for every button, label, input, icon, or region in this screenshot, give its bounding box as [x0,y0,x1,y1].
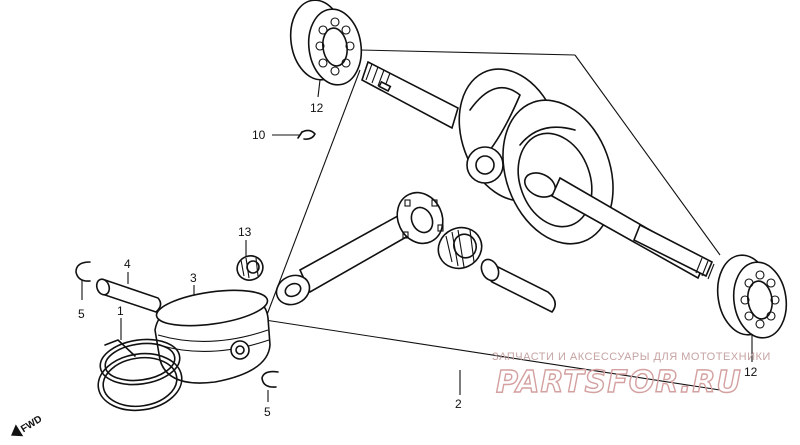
piston [154,289,271,384]
circlip-right [261,370,279,388]
ball-bearing-top [289,0,363,86]
callout-1: 1 [117,304,124,318]
watermark-text: ЗАПЧАСТИ И АКСЕССУАРЫ ДЛЯ МОТОТЕХНИКИ [492,351,771,363]
crankshaft [361,60,715,280]
cotter-pin [297,129,316,140]
circlip-left [75,261,91,282]
callout-5-left: 5 [78,307,85,321]
forward-direction-indicator: FWD [11,414,44,437]
watermark-logo: PARTSFOR.RU [496,365,742,400]
callout-13: 13 [238,225,252,239]
watermark: ЗАПЧАСТИ И АКСЕССУАРЫ ДЛЯ МОТОТЕХНИКИ PA… [492,351,771,401]
arrow-left-icon [11,424,24,437]
needle-bearing-large [437,226,483,270]
callout-5-right: 5 [264,405,271,419]
connecting-rod [275,191,444,306]
piston-rings [97,338,183,412]
callout-labels: 12 10 13 4 3 5 1 5 2 12 [78,101,758,419]
callout-3: 3 [190,271,197,285]
callout-4: 4 [124,257,131,271]
ball-bearing-bottom [716,254,788,339]
needle-bearing-small [236,255,264,281]
callout-12-top: 12 [310,101,324,115]
callout-10: 10 [252,128,266,142]
crank-pin [480,258,556,314]
piston-pin [95,278,162,313]
callout-2: 2 [455,397,462,411]
callout-12-bottom: 12 [744,365,758,379]
fwd-label: FWD [19,414,44,435]
